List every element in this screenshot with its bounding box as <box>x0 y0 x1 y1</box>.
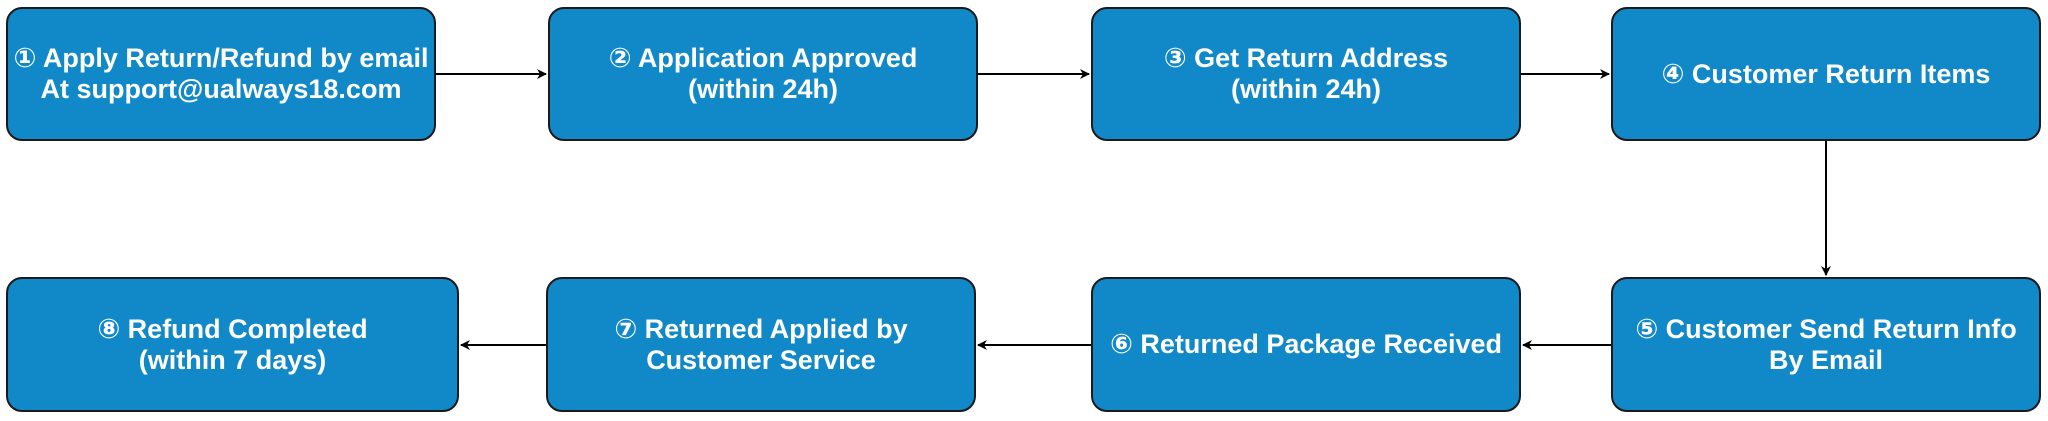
step-8-line-1: ⑧ Refund Completed <box>97 313 368 344</box>
step-2-line-1: ② Application Approved <box>608 43 918 73</box>
step-5-send-return-info: ⑤ Customer Send Return Info By Email <box>1611 277 2041 412</box>
step-7-line-1: ⑦ Returned Applied by <box>614 313 908 344</box>
step-2-line-2: (within 24h) <box>688 74 838 104</box>
step-7-returned-applied: ⑦ Returned Applied by Customer Service <box>546 277 976 412</box>
step-1-line-1: ① Apply Return/Refund by email <box>13 43 429 73</box>
step-5-line-2: By Email <box>1768 344 1884 375</box>
step-4-customer-return-items: ④ Customer Return Items <box>1611 7 2041 141</box>
step-6-package-received: ⑥ Returned Package Received <box>1091 277 1521 412</box>
step-6-line-1: ⑥ Returned Package Received <box>1109 329 1503 359</box>
step-7-line-2: Customer Service <box>646 344 876 375</box>
step-1-line-2: At support@ualways18.com <box>40 74 402 104</box>
step-3-line-2: (within 24h) <box>1231 74 1381 104</box>
step-2-application-approved: ② Application Approved (within 24h) <box>548 7 978 141</box>
step-8-line-2: (within 7 days) <box>138 344 327 375</box>
step-4-line-1: ④ Customer Return Items <box>1661 58 1991 89</box>
step-3-line-1: ③ Get Return Address <box>1163 43 1449 73</box>
step-1-apply-return: ① Apply Return/Refund by email At suppor… <box>6 7 436 141</box>
step-5-line-1: ⑤ Customer Send Return Info <box>1635 313 2017 344</box>
step-8-refund-completed: ⑧ Refund Completed (within 7 days) <box>6 277 459 412</box>
step-3-get-return-address: ③ Get Return Address (within 24h) <box>1091 7 1521 141</box>
